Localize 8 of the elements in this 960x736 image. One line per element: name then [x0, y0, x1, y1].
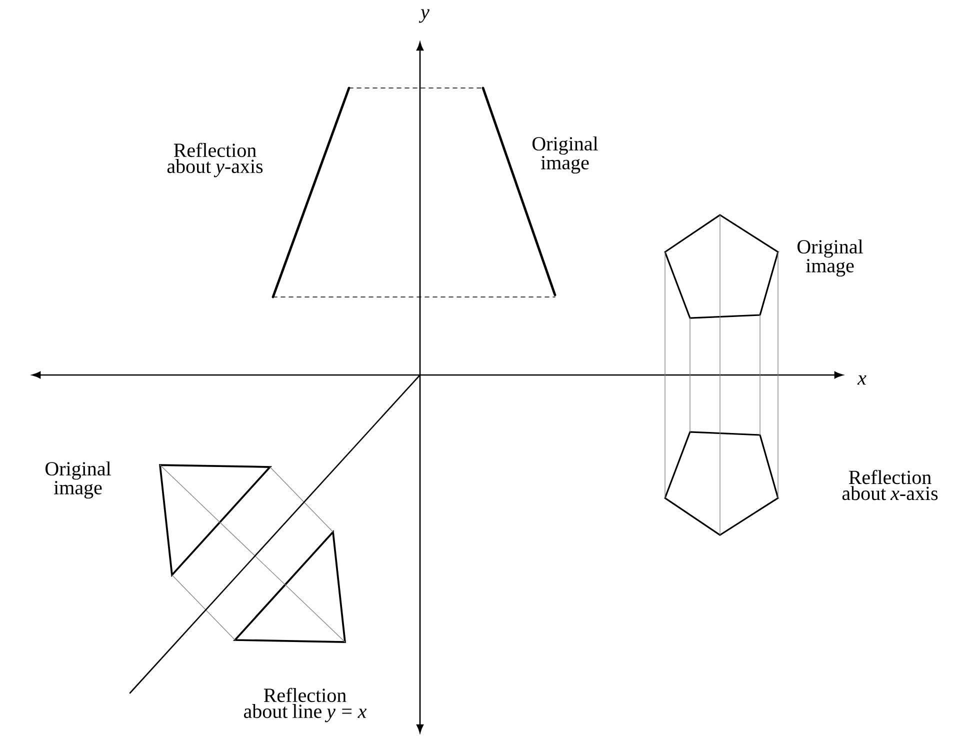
annotation: Original image	[46, 461, 111, 499]
annotation: Reflection abouty-axis	[167, 142, 263, 178]
axis-label: x	[857, 375, 866, 385]
annotation: Reflection about x-axis	[842, 470, 938, 500]
annotation: Original image	[532, 136, 598, 174]
annotation: Original image	[798, 239, 863, 277]
annotation: Reflection about line y = x	[244, 688, 367, 722]
axis-label: y	[418, 9, 430, 23]
